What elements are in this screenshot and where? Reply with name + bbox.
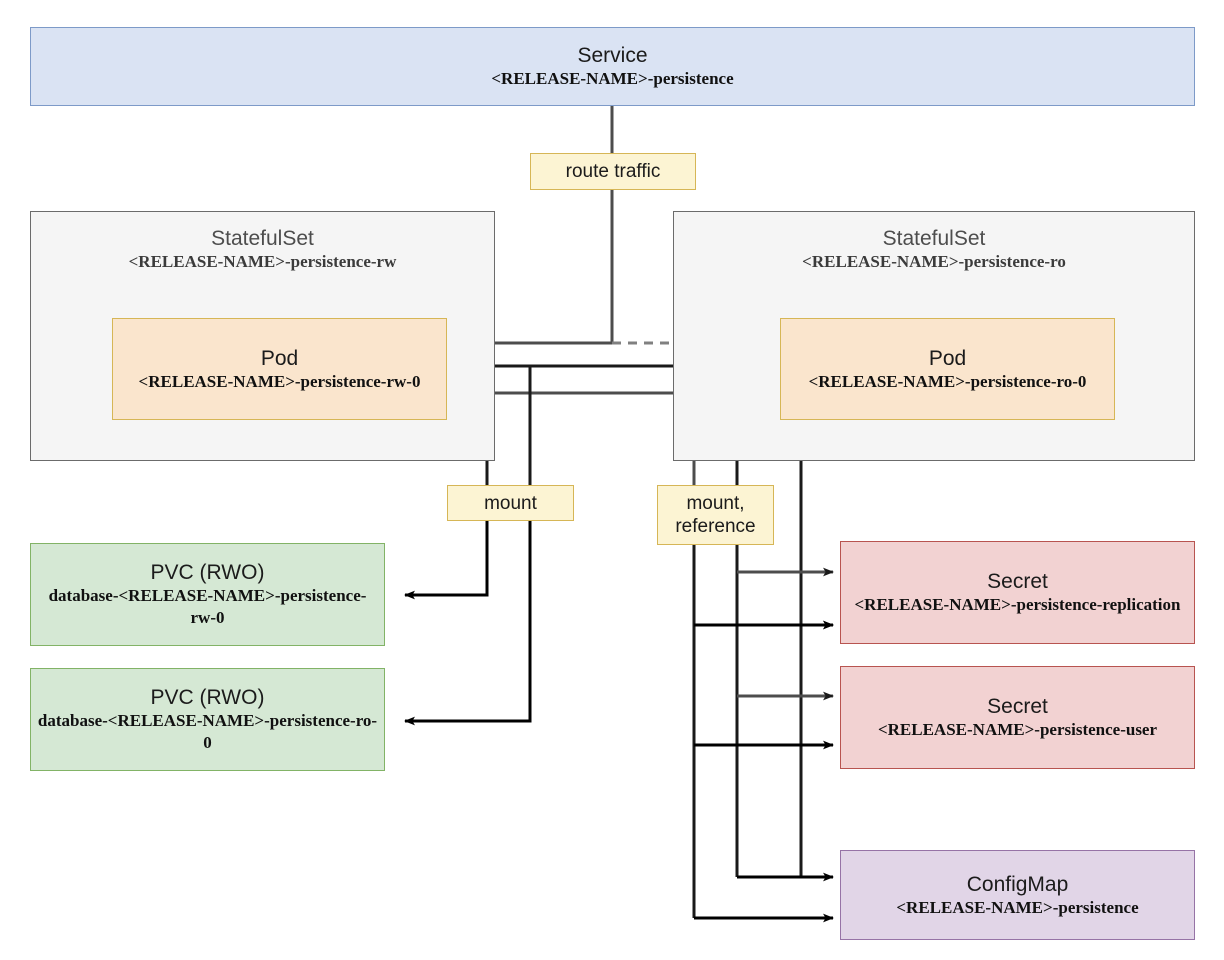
- configmap-name-label: <RELEASE-NAME>-persistence: [896, 897, 1139, 917]
- secret-replication-name-label: <RELEASE-NAME>-persistence-replication: [854, 595, 1181, 614]
- pod-ro-node[interactable]: Pod <RELEASE-NAME>-persistence-ro-0: [780, 318, 1115, 420]
- pod-ro-name-label: <RELEASE-NAME>-persistence-ro-0: [808, 371, 1087, 391]
- pvc-rw-name-label: database-<RELEASE-NAME>-persistence-rw-0: [48, 586, 367, 627]
- service-name-label: <RELEASE-NAME>-persistence: [491, 69, 734, 88]
- secret-replication-node[interactable]: Secret <RELEASE-NAME>-persistence-replic…: [840, 541, 1195, 644]
- pvc-ro-kind-label: PVC (RWO): [150, 686, 265, 709]
- configmap-kind-label: ConfigMap: [966, 872, 1069, 896]
- pod-rw-kind-label: Pod: [260, 346, 299, 370]
- service-node[interactable]: Service <RELEASE-NAME>-persistence: [30, 27, 1195, 106]
- configmap-node[interactable]: ConfigMap <RELEASE-NAME>-persistence: [840, 850, 1195, 940]
- pvc-ro-name-label: database-<RELEASE-NAME>-persistence-ro-0: [37, 711, 378, 752]
- mount-label: mount: [447, 485, 574, 521]
- pvc-rw-kind-label: PVC (RWO): [150, 561, 265, 584]
- pvc-ro-node[interactable]: PVC (RWO) database-<RELEASE-NAME>-persis…: [30, 668, 385, 771]
- pod-ro-kind-label: Pod: [928, 346, 967, 370]
- secret-user-kind-label: Secret: [987, 695, 1048, 718]
- service-kind-label: Service: [577, 44, 648, 67]
- route-traffic-label: route traffic: [530, 153, 696, 190]
- edge-reference-branches-737: [735, 545, 834, 882]
- pvc-rw-node[interactable]: PVC (RWO) database-<RELEASE-NAME>-persis…: [30, 543, 385, 646]
- statefulset-ro-name-label: <RELEASE-NAME>-persistence-ro: [802, 252, 1066, 271]
- mount-reference-label: mount, reference: [657, 485, 774, 545]
- secret-user-node[interactable]: Secret <RELEASE-NAME>-persistence-user: [840, 666, 1195, 769]
- statefulset-rw-name-label: <RELEASE-NAME>-persistence-rw: [128, 252, 397, 271]
- statefulset-ro-kind-label: StatefulSet: [882, 227, 986, 250]
- secret-replication-kind-label: Secret: [987, 570, 1048, 593]
- statefulset-rw-kind-label: StatefulSet: [211, 227, 314, 250]
- pod-rw-node[interactable]: Pod <RELEASE-NAME>-persistence-rw-0: [112, 318, 447, 420]
- pod-rw-name-label: <RELEASE-NAME>-persistence-rw-0: [138, 371, 421, 391]
- secret-user-name-label: <RELEASE-NAME>-persistence-user: [877, 720, 1158, 739]
- edge-reference-branches-694: [692, 545, 834, 923]
